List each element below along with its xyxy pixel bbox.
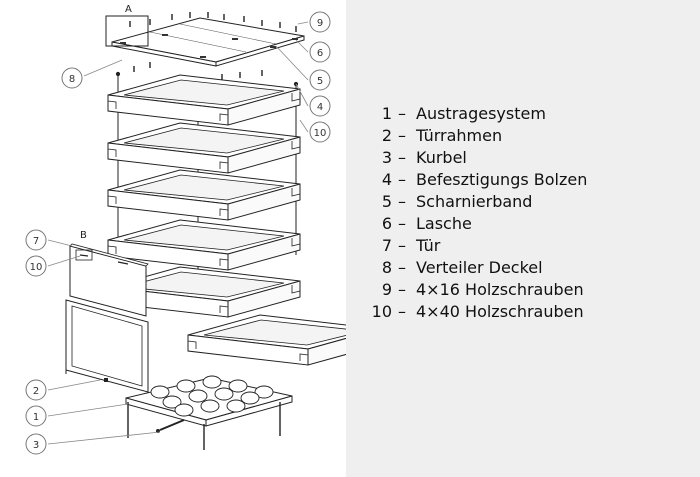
legend-item: 1–Austragesystem [366, 103, 587, 125]
hive-box [187, 314, 346, 366]
svg-text:8: 8 [69, 74, 75, 85]
legend-item: 4–Befesztigungs Bolzen [366, 169, 588, 191]
svg-text:2: 2 [33, 386, 39, 397]
hive-box [107, 74, 301, 126]
legend-dash: – [398, 280, 406, 299]
callout-9: 9 [309, 11, 331, 33]
callout-1: 1 [25, 405, 47, 427]
legend-dash: – [398, 148, 406, 167]
legend-number: 5 [381, 192, 392, 211]
legend-dash: – [398, 170, 406, 189]
legend-number: 4 [381, 170, 392, 189]
legend-item: 7–Tür [366, 235, 587, 257]
legend-text: 4×16 Holzschrauben [416, 280, 584, 299]
legend-item: 5–Scharnierband [366, 191, 587, 213]
legend-text: Türrahmen [416, 126, 503, 145]
legend-item: 2–Türrahmen [366, 125, 587, 147]
leader-lines [47, 21, 309, 445]
callout-7: 7 [25, 229, 47, 251]
svg-text:1: 1 [33, 412, 39, 423]
detail-label-b: B [80, 230, 87, 241]
callout-5: 5 [309, 69, 331, 91]
door [69, 243, 149, 317]
legend-dash: – [398, 214, 406, 233]
callout-2: 2 [25, 379, 47, 401]
legend-dash: – [398, 192, 406, 211]
detail-label-a: A [125, 4, 132, 15]
callout-4: 4 [309, 95, 331, 117]
legend-item: 8–Verteiler Deckel [366, 257, 587, 279]
legend-number: 9 [381, 280, 392, 299]
svg-text:5: 5 [317, 76, 323, 87]
legend-text: Austragesystem [416, 104, 546, 123]
svg-text:4: 4 [317, 102, 323, 113]
legend-text: Kurbel [416, 148, 467, 167]
legend-panel [346, 0, 700, 477]
legend-number: 10 [371, 302, 392, 321]
callouts: 9 6 5 4 10 8 7 [25, 11, 331, 455]
crank [159, 419, 185, 431]
legend-item: 6–Lasche [366, 213, 587, 235]
svg-text:7: 7 [33, 236, 39, 247]
hive-box [107, 122, 301, 174]
hive-box [107, 169, 301, 221]
detail-frame-a [105, 15, 149, 47]
callout-6: 6 [309, 41, 331, 63]
legend-text: Scharnierband [416, 192, 533, 211]
legend-number: 6 [381, 214, 392, 233]
legend-dash: – [398, 258, 406, 277]
callout-10-door: 10 [25, 255, 47, 277]
door-frame [65, 299, 149, 396]
legend-dash: – [398, 236, 406, 255]
legend-text: Verteiler Deckel [416, 258, 543, 277]
svg-text:10: 10 [30, 262, 43, 273]
legend-dash: – [398, 104, 406, 123]
extraction-base [125, 375, 293, 450]
legend-dash: – [398, 126, 406, 145]
distributor-lid [111, 12, 305, 80]
legend-number: 3 [381, 148, 392, 167]
legend-text: Tür [416, 236, 441, 255]
legend-dash: – [398, 302, 406, 321]
legend-text: Befesztigungs Bolzen [416, 170, 588, 189]
svg-text:6: 6 [317, 48, 323, 59]
legend-number: 1 [381, 104, 392, 123]
legend-text: Lasche [416, 214, 472, 233]
callout-3: 3 [25, 433, 47, 455]
svg-text:9: 9 [317, 18, 323, 29]
svg-text:3: 3 [33, 440, 39, 451]
legend-number: 2 [381, 126, 392, 145]
legend-number: 8 [381, 258, 392, 277]
legend-number: 7 [381, 236, 392, 255]
legend-item: 9–4×16 Holzschrauben [366, 279, 587, 301]
legend-item: 10–4×40 Holzschrauben [366, 301, 587, 323]
svg-text:10: 10 [314, 128, 327, 139]
callout-10-top: 10 [309, 121, 331, 143]
legend-text: 4×40 Holzschrauben [416, 302, 584, 321]
exploded-view-drawing: A B [25, 4, 346, 455]
callout-8: 8 [61, 67, 83, 89]
legend-item: 3–Kurbel [366, 147, 587, 169]
detail-frame-b [75, 249, 93, 261]
